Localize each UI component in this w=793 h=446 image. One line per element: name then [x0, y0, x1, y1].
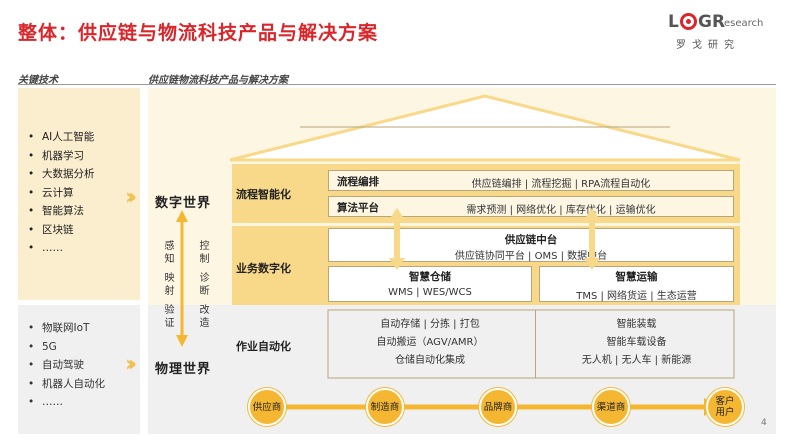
middle-platform-box: 供应链中台 供应链协同平台 | OMS | 数据中台 — [328, 228, 734, 262]
logo: L G R esearch 罗戈研究 — [668, 10, 768, 52]
process-row-title: 流程编排 — [337, 176, 379, 188]
list-item: 云计算 — [28, 184, 140, 203]
operation-label: 作业自动化 — [236, 340, 291, 353]
list-item: 大数据分析 — [28, 165, 140, 184]
roof-platform: 科技供应链平台：供应链控制塔 | 规划&预测平台 — [230, 135, 740, 150]
list-item: AI人工智能 — [28, 128, 140, 147]
page-title: 整体：供应链与物流科技产品与解决方案 — [18, 22, 379, 44]
logo-letter-r: R — [712, 12, 726, 32]
physical-tech-list: •物联网IoT •5G •自动驾驶 •机器人自动化 •…… — [18, 305, 140, 412]
transport-title: 智慧运输 — [615, 271, 658, 283]
digital-tech-list: AI人工智能 机器学习 大数据分析 云计算 智能算法 区块链 …… — [28, 128, 140, 258]
op-line: 无人机 | 无人车 | 新能源 — [581, 355, 692, 366]
logo-chinese: 罗戈研究 — [676, 40, 740, 51]
roof-platform-value: 供应链控制塔 | 规划&预测平台 — [454, 137, 600, 149]
transport-automation-text: 智能装载 智能车载设备 无人机 | 无人车 | 新能源 — [539, 316, 734, 370]
list-item-label: 机器人自动化 — [42, 377, 105, 390]
loop-control: 控制 — [197, 240, 208, 266]
roof-platform-label: 科技供应链平台： — [370, 137, 455, 149]
transport-value: TMS | 网络货运 | 生态运营 — [576, 291, 697, 302]
smart-transport-box: 智慧运输 TMS | 网络货运 | 生态运营 — [539, 266, 734, 302]
business-label: 业务数字化 — [236, 262, 291, 275]
list-item-label: 物联网IoT — [42, 322, 90, 334]
digital-world-label: 数字世界 — [155, 196, 212, 211]
physical-world-label: 物理世界 — [155, 362, 212, 377]
target-icon — [680, 13, 697, 30]
list-item-label: 自动驾驶 — [42, 359, 84, 371]
roof-title: 科技供应链解决方案 — [435, 112, 535, 125]
header-divider — [18, 84, 776, 85]
list-item: •物联网IoT — [28, 322, 90, 334]
loop-map: 映射 — [162, 272, 173, 298]
warehouse-value: WMS | WES/WCS — [388, 287, 472, 298]
loop-transform: 改造 — [197, 304, 208, 330]
chain-node-brand: 品牌商 — [479, 388, 517, 426]
list-item: •机器人自动化 — [28, 377, 105, 390]
list-item-label: …… — [42, 396, 63, 408]
list-item: …… — [28, 239, 140, 258]
op-line: 自动搬运（AGV/AMR） — [376, 337, 484, 348]
process-row-orchestration: 流程编排 供应链编排 | 流程挖掘 | RPA流程自动化 — [328, 170, 734, 191]
page-number: 4 — [761, 418, 767, 428]
process-row-algorithm: 算法平台 需求预测 | 网络优化 | 库存优化 | 运输优化 — [328, 196, 734, 217]
logo-research: esearch — [724, 18, 764, 29]
key-tech-label: 关键技术 — [18, 75, 58, 86]
op-line: 智能车载设备 — [606, 337, 667, 348]
list-item: •5G — [28, 340, 57, 353]
list-item: •…… — [28, 396, 63, 408]
process-label: 流程智能化 — [236, 188, 291, 201]
logo-letter-g: G — [698, 12, 712, 32]
middle-platform-value: 供应链协同平台 | OMS | 数据中台 — [454, 251, 608, 262]
chain-node-manufacturer: 制造商 — [366, 388, 404, 426]
logo-letter-l: L — [668, 12, 679, 32]
chain-node-supplier: 供应商 — [248, 388, 286, 426]
chain-node-channel: 渠道商 — [592, 388, 630, 426]
solutions-label: 供应链物流科技产品与解决方案 — [148, 75, 288, 86]
op-line: 仓储自动化集成 — [395, 355, 465, 366]
process-row-title: 算法平台 — [337, 202, 379, 214]
warehouse-automation-text: 自动存储 | 分拣 | 打包 自动搬运（AGV/AMR） 仓储自动化集成 — [328, 316, 532, 370]
list-item: •自动驾驶 — [28, 359, 84, 371]
op-line: 自动存储 | 分拣 | 打包 — [380, 319, 480, 330]
chain-node-customer: 客户 用户 — [706, 388, 744, 426]
list-item: 机器学习 — [28, 147, 140, 166]
loop-diagnose: 诊断 — [197, 272, 208, 298]
loop-perceive: 感知 — [162, 240, 173, 266]
list-item: 区块链 — [28, 221, 140, 240]
process-row-value: 供应链编排 | 流程挖掘 | RPA流程自动化 — [471, 179, 651, 190]
list-item-label: 5G — [42, 340, 57, 353]
op-line: 智能装载 — [616, 319, 657, 330]
process-row-value: 需求预测 | 网络优化 | 库存优化 | 运输优化 — [466, 205, 656, 216]
loop-verify: 验证 — [162, 304, 173, 330]
physical-tech-panel: •物联网IoT •5G •自动驾驶 •机器人自动化 •…… — [18, 305, 140, 434]
list-item: 智能算法 — [28, 202, 140, 221]
digital-tech-panel: AI人工智能 机器学习 大数据分析 云计算 智能算法 区块链 …… — [18, 88, 140, 300]
smart-warehouse-box: 智慧仓储 WMS | WES/WCS — [328, 266, 532, 302]
middle-platform-title: 供应链中台 — [504, 234, 558, 246]
warehouse-title: 智慧仓储 — [409, 271, 451, 283]
